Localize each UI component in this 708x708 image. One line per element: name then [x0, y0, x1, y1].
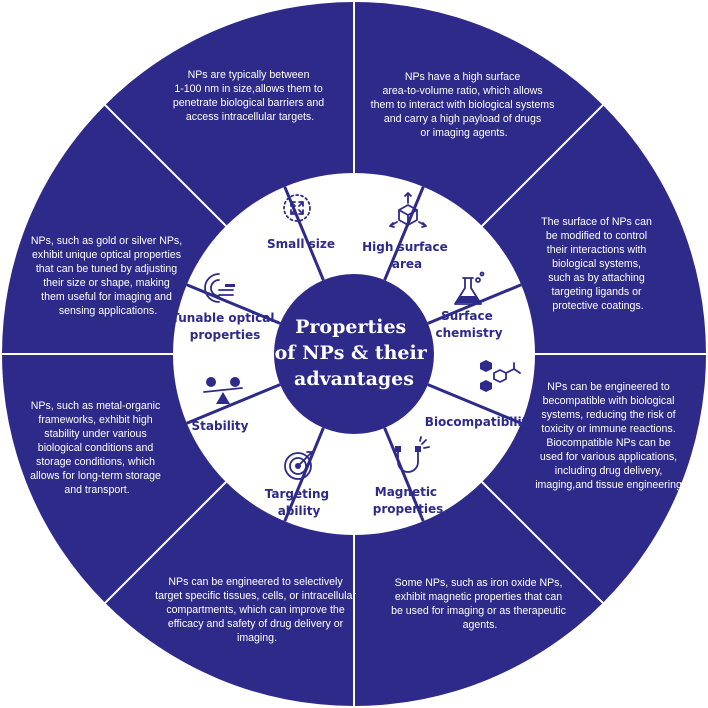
- segment-description-magnetic-properties: Some NPs, such as iron oxide NPs, exhibi…: [391, 577, 569, 631]
- cube-arrows-icon: [389, 192, 427, 228]
- outer-divider-line: [481, 481, 604, 604]
- outer-divider-line: [104, 481, 227, 604]
- center-hub: [274, 274, 434, 434]
- segment-label-biocompatibility: Biocompatibility: [425, 415, 536, 429]
- inner-divider-line: [383, 186, 425, 281]
- segment-description-small-size: NPs are typically between 1-100 nm in si…: [173, 69, 327, 123]
- segment-label-high-surface-area: High surface area: [362, 240, 452, 271]
- hexagon-molecule-icon: [480, 360, 521, 392]
- segment-label-small-size: Small size: [267, 237, 335, 251]
- segment-description-surface-chemistry: The surface of NPs can be modified to co…: [541, 216, 655, 312]
- balance-scale-icon: [203, 377, 243, 404]
- segment-label-surface-chemistry: Surface chemistry: [435, 309, 502, 340]
- segment-label-targeting-ability: Targeting ability: [265, 487, 334, 518]
- outer-divider-line: [104, 104, 227, 227]
- flask-icon: [454, 271, 485, 305]
- segment-label-tunable-optical-properties: Tunable optical properties: [171, 311, 278, 342]
- segment-description-stability: NPs, such as metal-organic frameworks, e…: [30, 400, 164, 496]
- segment-description-tunable-optical-properties: NPs, such as gold or silver NPs, exhibit…: [31, 235, 185, 317]
- inner-divider-line: [186, 283, 281, 325]
- inner-divider-line: [186, 383, 281, 425]
- center-title: Properties of NPs & their advantages: [275, 316, 434, 390]
- dotted-circle-arrows-icon: [283, 194, 311, 222]
- inner-divider-line: [427, 383, 522, 425]
- segment-description-biocompatibility: NPs can be engineered to becompatible wi…: [535, 381, 685, 491]
- inner-divider-line: [283, 427, 325, 522]
- inner-divider-line: [383, 427, 425, 522]
- target-arrow-icon: [284, 451, 313, 480]
- outer-divider-line: [481, 104, 604, 227]
- magnet-icon: [395, 436, 430, 473]
- segment-description-high-surface-area: NPs have a high surface area-to-volume r…: [371, 71, 558, 139]
- segment-label-magnetic-properties: Magnetic properties: [373, 485, 444, 516]
- optical-sensor-icon: [204, 273, 235, 303]
- segment-description-targeting-ability: NPs can be engineered to selectively tar…: [155, 576, 359, 644]
- segment-label-stability: Stability: [192, 419, 249, 433]
